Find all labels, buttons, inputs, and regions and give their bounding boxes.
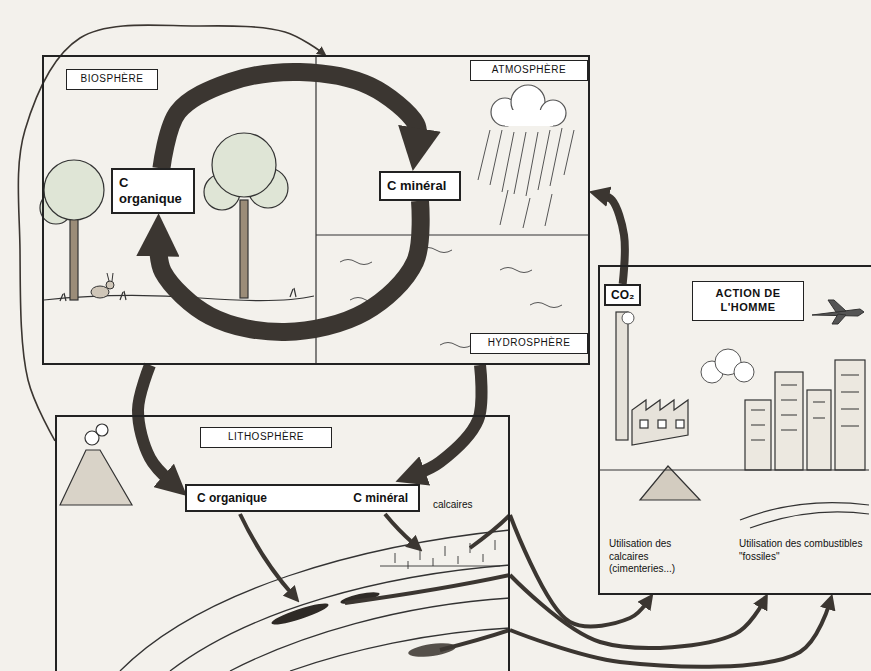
extraction-line <box>440 630 510 650</box>
rock-strata <box>120 530 510 671</box>
volcano-illustration <box>60 424 132 505</box>
wave-illustration <box>440 343 472 348</box>
node-text: C minéral <box>353 491 408 505</box>
tree-illustration <box>240 200 248 298</box>
panel-title: ACTION DE L'HOMME <box>692 281 804 321</box>
city-illustration <box>751 375 859 440</box>
city-illustration <box>775 372 803 470</box>
human-action-panel: ACTION DE L'HOMME Utilisation des calcair… <box>598 265 871 595</box>
caption-text: Utilisation des combustibles "fossiles" <box>737 537 865 564</box>
rock-strata <box>170 565 510 671</box>
rain-illustration <box>478 128 574 228</box>
wave-illustration <box>340 260 372 265</box>
rabbit-illustration <box>106 281 114 289</box>
carbon-flow-arrow <box>510 575 763 648</box>
rabbit-illustration <box>107 273 113 281</box>
carbon-flow-arrow <box>603 195 625 284</box>
fossil-fuel-deposit <box>407 641 456 660</box>
region-label: BIOSPHÈRE <box>66 69 158 90</box>
carbon-flow-arrow <box>18 25 321 441</box>
city-illustration <box>745 360 865 470</box>
rabbit-illustration <box>91 286 109 298</box>
extraction-line <box>345 515 510 650</box>
factory-illustration <box>640 466 700 500</box>
ground-river <box>600 469 869 470</box>
region-label: LITHOSPHÈRE <box>200 427 332 448</box>
factory-illustration <box>616 312 628 440</box>
plane-illustration <box>812 300 864 324</box>
rock-strata <box>120 530 510 671</box>
cloud-illustration <box>505 110 553 126</box>
node-text: CO₂ <box>611 288 634 302</box>
caption-text: Utilisation des calcaires (cimenteries..… <box>607 537 715 577</box>
rain-illustration <box>478 128 574 228</box>
node-text: C organique <box>119 175 187 206</box>
tree-illustration <box>212 133 276 197</box>
carbon-box: C organique <box>111 168 195 213</box>
fossil-fuel-deposit <box>270 600 330 628</box>
rock-carbon-box: C organique C minéral <box>185 484 420 512</box>
carbon-box: C minéral <box>379 171 461 201</box>
wave-illustration <box>500 268 532 273</box>
smoke-illustration <box>622 312 754 383</box>
rock-strata <box>230 598 510 671</box>
rock-label: calcaires <box>431 499 474 510</box>
extraction-line <box>470 515 510 548</box>
factory-illustration <box>640 420 648 428</box>
plane-illustration <box>828 300 846 312</box>
lithosphere-panel: LITHOSPHÈRE C organique C minéral <box>55 415 510 671</box>
factory-illustration <box>616 312 700 500</box>
panel-divider <box>315 57 316 363</box>
tree-illustration <box>70 215 78 300</box>
panel-divider <box>316 234 588 235</box>
extraction-line <box>345 575 510 603</box>
tree-illustration <box>44 160 104 220</box>
ground-river <box>750 512 869 528</box>
ground-river <box>740 503 869 520</box>
node-text: C organique <box>197 491 267 505</box>
region-label: ATMOSPHÈRE <box>470 60 588 81</box>
sphere-panel: BIOSPHÈRE ATMOSPHÈRE HYDROSPHÈRE C organiqu… <box>42 55 590 365</box>
volcano-illustration <box>96 424 108 436</box>
plane-illustration <box>832 314 846 324</box>
volcano-illustration <box>60 450 132 505</box>
ground-river <box>600 470 869 528</box>
carbon-flow-arrow <box>138 365 171 482</box>
carbon-flow-arrow <box>161 72 418 168</box>
region-label: HYDROSPHÈRE <box>470 333 588 354</box>
burial-arrow <box>240 514 414 594</box>
carbon-flow-arrow <box>158 201 421 332</box>
factory-illustration <box>658 420 666 428</box>
node-text: C minéral <box>387 178 453 194</box>
cloud-illustration <box>491 85 566 126</box>
co2-box: CO₂ <box>604 284 641 306</box>
burial-arrow <box>240 514 292 594</box>
wave-illustration <box>530 303 562 308</box>
smoke-illustration <box>734 362 754 382</box>
burial-arrow <box>385 514 414 544</box>
carbon-flow-arrow <box>416 365 482 474</box>
rabbit-illustration <box>91 273 114 298</box>
carbon-flow-arrow <box>510 605 829 667</box>
rock-strata <box>290 628 510 671</box>
smoke-illustration <box>622 312 634 324</box>
factory-illustration <box>632 400 688 445</box>
factory-illustration <box>676 420 684 428</box>
rock-strata <box>380 540 500 569</box>
city-illustration <box>835 360 865 470</box>
